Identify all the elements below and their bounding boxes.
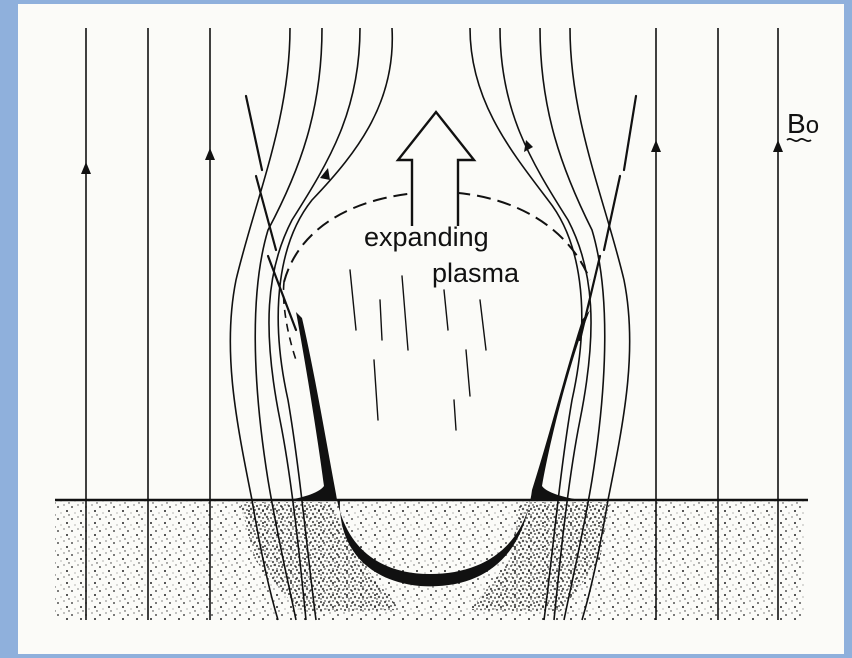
streak-right-1 <box>624 96 636 170</box>
plasma-streak-4 <box>480 300 486 350</box>
plasma-streak-8 <box>454 400 456 430</box>
plasma-streak-2 <box>402 276 408 350</box>
plasma-streak-5 <box>466 350 470 396</box>
field-arrow-2 <box>205 148 215 160</box>
field-arrow-1 <box>81 162 91 174</box>
streak-right-2 <box>604 176 620 250</box>
substrate-texture <box>55 500 805 620</box>
streak-right-3 <box>580 256 600 340</box>
field-arrow-3 <box>651 140 661 152</box>
field-label-subscript: o <box>806 112 819 139</box>
plasma-streak-6 <box>380 300 382 340</box>
field-arrow-4 <box>773 140 783 152</box>
plasma-label-line1: expanding <box>364 224 489 251</box>
field-label-tilde <box>787 139 811 141</box>
plasma-label-line2: plasma <box>432 260 519 287</box>
plasma-streak-7 <box>374 360 378 420</box>
field-label-symbol: B <box>787 108 806 139</box>
plasma-streak-1 <box>350 270 356 330</box>
plasma-front-left-trace <box>284 282 297 360</box>
streak-left-1 <box>246 96 262 170</box>
streak-left-3 <box>268 256 296 330</box>
field-label: Bo <box>787 110 819 138</box>
plasma-streak-3 <box>444 290 448 330</box>
